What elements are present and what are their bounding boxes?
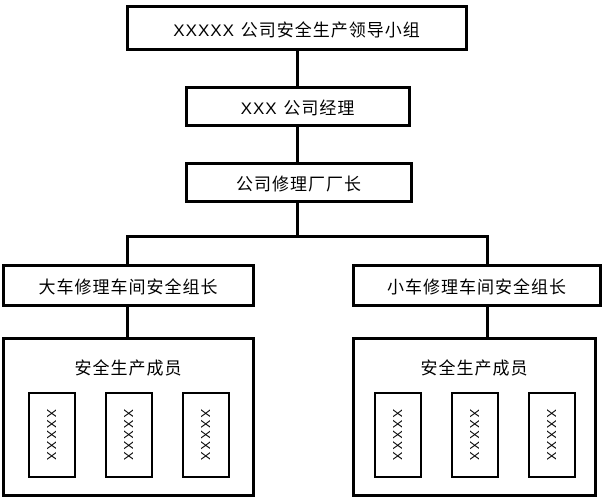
member-box: XXXXX: [104, 392, 153, 478]
connector-right-branch-to-group: [486, 307, 489, 337]
connector-split-to-right-branch: [486, 235, 489, 264]
node-leadership-group: XXXXX 公司安全生产领导小组: [126, 5, 468, 51]
member-box: XXXXX: [373, 392, 422, 478]
node-repair-factory-director-label: 公司修理厂厂长: [236, 175, 362, 194]
member-placeholder: XXXXX: [44, 408, 60, 462]
member-box: XXXXX: [181, 392, 230, 478]
connector-horizontal-split: [126, 235, 489, 238]
member-box: XXXXX: [27, 392, 76, 478]
node-small-vehicle-workshop-leader-label: 小车修理车间安全组长: [387, 278, 567, 297]
member-placeholder: XXXXX: [198, 408, 214, 462]
member-placeholder: XXXXX: [121, 408, 137, 462]
group-left-safety-members: 安全生产成员 XXXXX XXXXX XXXXX: [2, 337, 255, 497]
member-placeholder: XXXXX: [467, 408, 483, 462]
member-placeholder: XXXXX: [544, 408, 560, 462]
node-large-vehicle-workshop-leader: 大车修理车间安全组长: [2, 264, 255, 307]
member-box: XXXXX: [450, 392, 499, 478]
member-placeholder: XXXXX: [390, 408, 406, 462]
node-large-vehicle-workshop-leader-label: 大车修理车间安全组长: [38, 278, 219, 297]
group-right-members-row: XXXXX XXXXX XXXXX: [355, 392, 594, 478]
node-repair-factory-director: 公司修理厂厂长: [185, 162, 413, 203]
connector-left-branch-to-group: [126, 307, 129, 337]
connector-director-to-split: [296, 203, 299, 235]
node-company-manager: XXX 公司经理: [185, 86, 411, 127]
group-right-title: 安全生产成员: [420, 359, 529, 378]
group-left-members-row: XXXXX XXXXX XXXXX: [5, 392, 252, 478]
connector-split-to-left-branch: [126, 235, 129, 264]
group-right-safety-members: 安全生产成员 XXXXX XXXXX XXXXX: [352, 337, 597, 497]
node-leadership-group-label: XXXXX 公司安全生产领导小组: [173, 20, 421, 40]
node-company-manager-label: XXX 公司经理: [240, 99, 356, 118]
connector-top-to-manager: [296, 51, 299, 86]
node-small-vehicle-workshop-leader: 小车修理车间安全组长: [352, 264, 602, 307]
member-box: XXXXX: [527, 392, 576, 478]
connector-manager-to-director: [296, 127, 299, 162]
group-left-title: 安全生产成员: [74, 359, 183, 378]
